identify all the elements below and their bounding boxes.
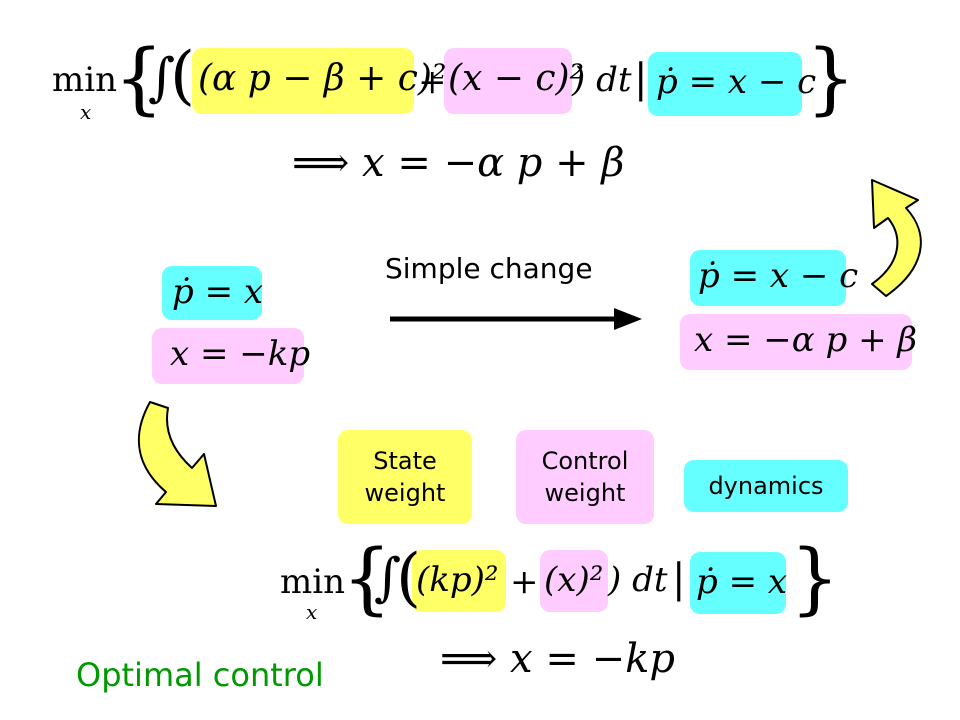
top-integral: ∫ — [148, 48, 176, 108]
bottom-state-highlight — [412, 550, 506, 612]
left-dynamics-box — [162, 266, 262, 320]
top-state-highlight — [192, 48, 414, 114]
top-min: min — [52, 60, 118, 100]
bottom-plus: + — [510, 562, 539, 602]
bottom-bar: | — [672, 556, 686, 602]
caption-optimal-control: Optimal control — [76, 656, 324, 694]
top-open-paren: ( — [170, 39, 195, 113]
top-dynamics: ṗ = x − c — [656, 62, 817, 102]
bottom-min-subscript: x — [306, 600, 318, 624]
arrow-label: Simple change — [385, 252, 593, 285]
top-control-highlight — [444, 48, 572, 114]
top-state-term: (α p − β + c)² — [198, 58, 447, 99]
dynamics-label: dynamics — [684, 460, 848, 512]
right-dynamics-box — [690, 250, 846, 306]
bottom-solution: ⟹ x = −kp — [440, 636, 675, 682]
right-arrow-icon — [390, 308, 642, 330]
bottom-control-term: (x)² — [544, 560, 604, 600]
bottom-min: min — [280, 562, 346, 602]
bottom-close-brace: } — [790, 534, 840, 624]
top-solution: ⟹ x = −α p + β — [292, 140, 625, 186]
bottom-dynamics-highlight — [690, 552, 786, 614]
left-dynamics: ṗ = x — [172, 272, 264, 312]
right-dynamics: ṗ = x − c — [698, 256, 859, 296]
bottom-integral: ∫ — [374, 548, 402, 608]
top-min-subscript: x — [80, 100, 92, 124]
top-control-term: (x − c)² — [448, 58, 585, 99]
left-control-box — [152, 328, 304, 384]
bottom-dynamics: ṗ = x — [696, 562, 788, 602]
bottom-open-paren: ( — [396, 541, 421, 615]
control-weight-label: Control weight — [516, 430, 654, 524]
top-close-brace: } — [806, 34, 856, 124]
bottom-open-brace: { — [342, 534, 392, 624]
right-control: x = −α p + β — [694, 320, 918, 360]
curved-arrow-up-icon — [871, 179, 922, 297]
bottom-state-term: (kp)² — [416, 560, 499, 600]
top-open-brace: { — [114, 34, 164, 124]
bottom-control-highlight — [540, 550, 608, 612]
right-control-box — [680, 314, 912, 370]
top-dynamics-highlight — [648, 52, 802, 116]
top-dt: ) dt — [572, 60, 632, 100]
state-weight-label: State weight — [338, 430, 472, 524]
curved-arrow-down-icon — [137, 401, 217, 507]
left-control: x = −kp — [170, 334, 311, 374]
top-plus: + — [418, 62, 447, 102]
bottom-dt: ) dt — [608, 560, 668, 600]
top-bar: | — [634, 56, 648, 102]
